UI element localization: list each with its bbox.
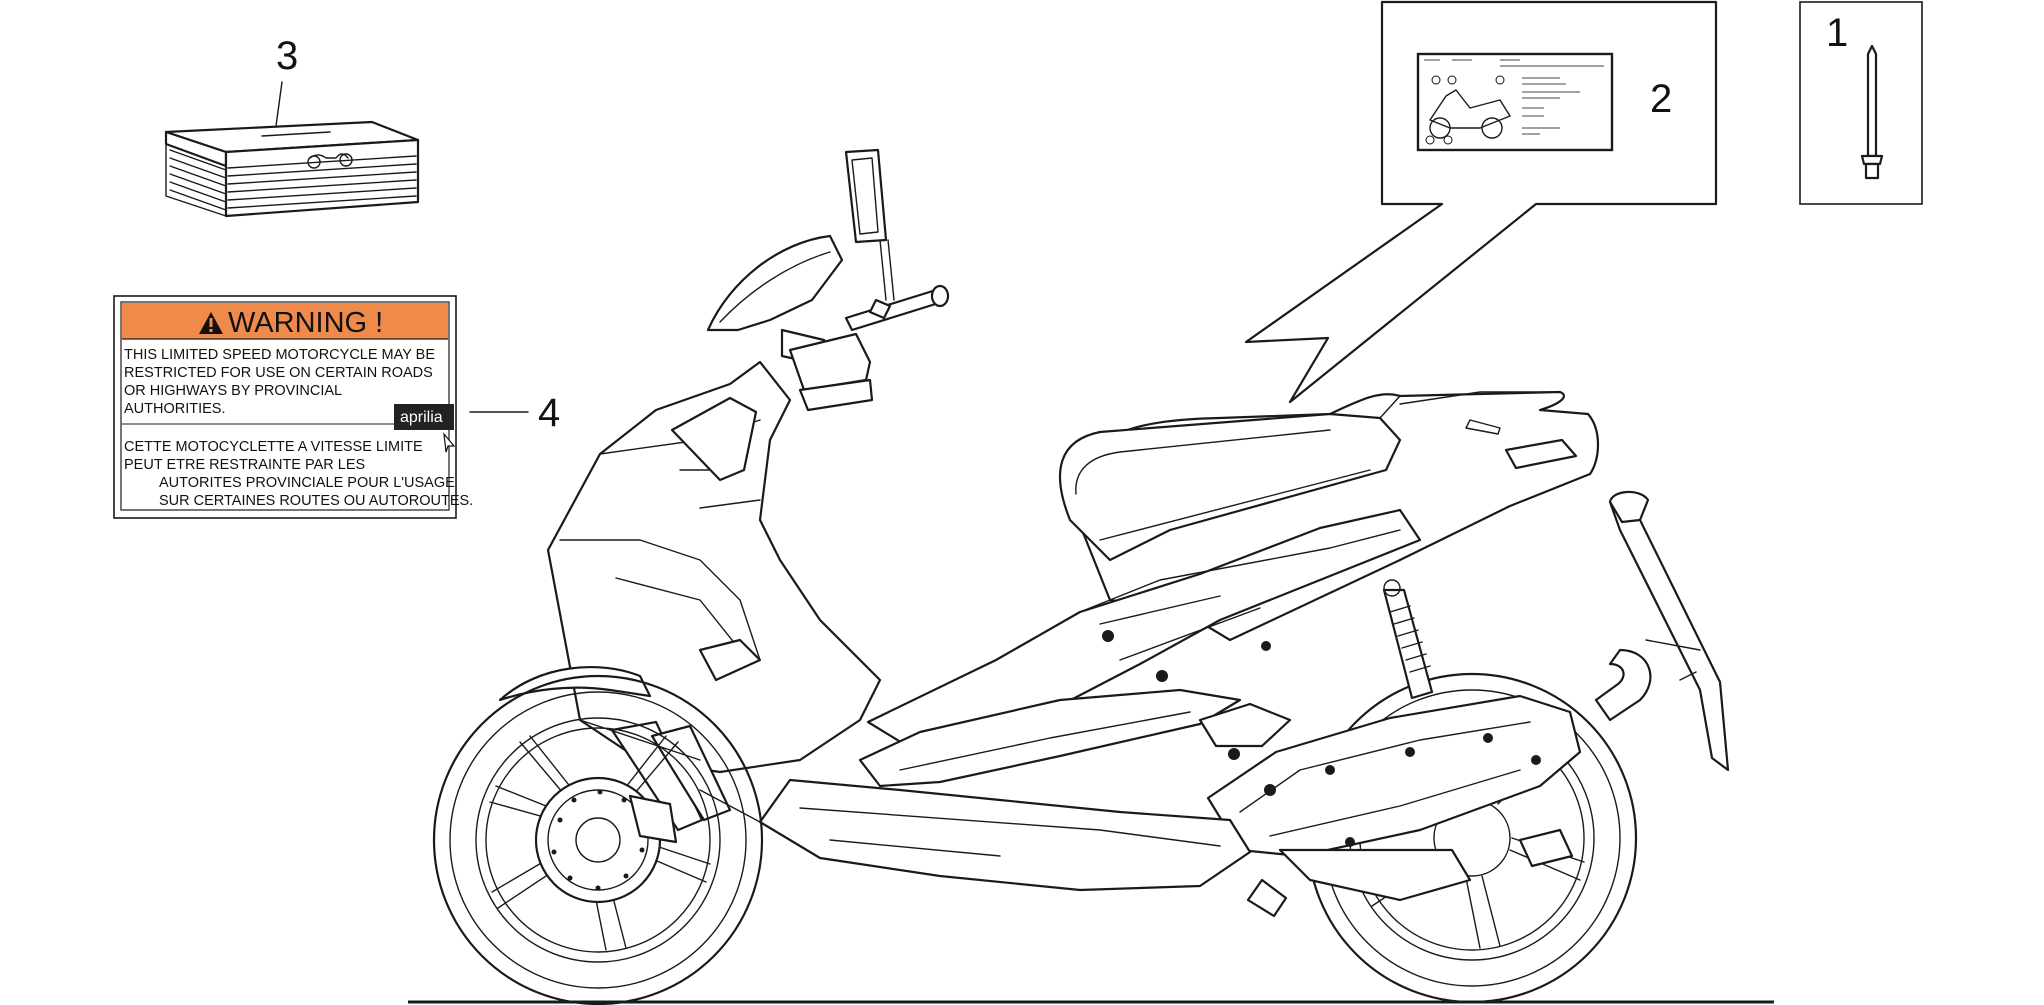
callout-1: 1 <box>1826 11 1848 55</box>
rivet-pin <box>1866 44 1878 158</box>
warning-en-line-1: THIS LIMITED SPEED MOTORCYCLE MAY BE <box>124 347 435 363</box>
brand-tag <box>394 404 454 430</box>
warning-en-line-2: RESTRICTED FOR USE ON CERTAIN ROADS <box>124 365 433 381</box>
tail-light <box>1504 438 1578 470</box>
callout-4: 4 <box>538 391 560 435</box>
rivet-box-frame <box>1799 1 1923 205</box>
windscreen <box>706 234 844 332</box>
leader-3 <box>275 81 283 127</box>
warning-fr-line-4: SUR CERTAINES ROUTES OU AUTOROUTES. <box>159 493 473 509</box>
front-intake <box>698 638 762 682</box>
front-wheel <box>432 674 764 1005</box>
warning-triangle-icon <box>199 312 223 334</box>
warning-fr-line-2: PEUT ETRE RESTRAINTE PAR LES <box>124 457 365 473</box>
exhaust-pipe <box>1594 648 1652 722</box>
muffler-guard <box>1278 848 1472 902</box>
front-vent <box>670 396 758 482</box>
decal-scooter-sketch <box>1425 75 1511 145</box>
rivet-collar <box>1860 154 1884 166</box>
brake-caliper <box>628 794 678 844</box>
rear-shock <box>1382 579 1434 700</box>
decal-fine-print <box>1424 59 1604 135</box>
rivet-box: 1 <box>1799 1 1923 205</box>
scooter-illustration <box>408 148 1774 1005</box>
callout-2: 2 <box>1650 77 1672 121</box>
rivet-head <box>1864 162 1880 180</box>
brake-disc <box>534 776 678 904</box>
callout-3: 3 <box>276 34 298 78</box>
decal-sheet <box>1416 52 1614 152</box>
warning-fr-line-1: CETTE MOTOCYCLETTE A VITESSE LIMITE <box>124 439 423 455</box>
lower-fairing <box>758 778 1252 892</box>
mirror <box>844 148 888 244</box>
cursor-icon <box>443 432 456 453</box>
warning-fr-line-3: AUTORITES PROVINCIALE POUR L'USAGE <box>159 475 455 491</box>
mirror-stem <box>879 239 895 301</box>
brand-tag-text: aprilia <box>400 409 443 426</box>
warning-title: WARNING ! <box>228 307 383 339</box>
front-fork <box>610 720 704 832</box>
warning-header-band <box>122 303 448 339</box>
warning-en-line-4: AUTHORITIES. <box>124 401 226 417</box>
warning-label: WARNING ! THIS LIMITED SPEED MOTORCYCLE … <box>113 295 560 519</box>
front-fender <box>498 665 652 702</box>
decal-sheet-box: 2 <box>1244 0 1718 404</box>
rear-hugger <box>1608 498 1730 772</box>
owners-manual-illustration: 3 <box>164 34 420 218</box>
warning-en-line-3: OR HIGHWAYS BY PROVINCIAL <box>124 383 342 399</box>
seat <box>1058 412 1402 562</box>
